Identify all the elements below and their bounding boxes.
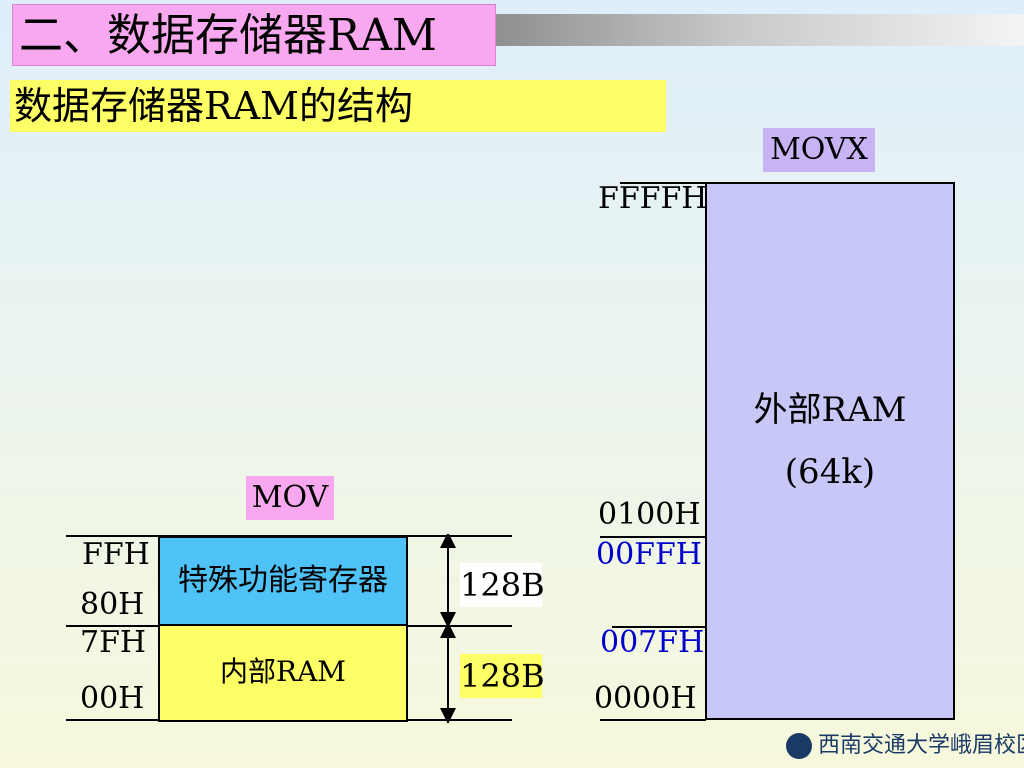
external-ram-block	[705, 182, 955, 720]
sfr-block: 特殊功能寄存器	[158, 536, 408, 626]
mov-instruction-tag: MOV	[246, 476, 334, 520]
addr-00h: 00H	[80, 681, 145, 716]
slide-title: 二、数据存储器RAM	[12, 4, 496, 66]
slide-subtitle: 数据存储器RAM的结构	[10, 80, 666, 132]
university-emblem-icon	[786, 733, 812, 759]
addr-007fh: 007FH	[600, 625, 705, 660]
addr-ffh: FFH	[82, 537, 150, 572]
external-ram-size: (64k)	[784, 452, 876, 492]
ffffh-boundary-line	[620, 182, 706, 184]
007fh-boundary-line	[612, 626, 706, 628]
addr-0000h: 0000H	[594, 681, 697, 716]
internal-ram-block: 内部RAM	[158, 626, 408, 722]
addr-0100h: 0100H	[598, 497, 701, 532]
upper-size-label: 128B	[460, 563, 545, 607]
addr-ffffh: FFFFH	[598, 181, 708, 216]
0000h-boundary-line	[600, 719, 706, 721]
movx-instruction-tag: MOVX	[763, 128, 875, 172]
size-arrows	[440, 534, 456, 724]
addr-7fh: 7FH	[80, 625, 147, 660]
addr-00ffh: 00FFH	[596, 537, 702, 572]
external-ram-label: 外部RAM	[753, 390, 907, 430]
0100h-boundary-line	[600, 536, 706, 538]
university-logo: 西南交通大学峨眉校区	[786, 728, 1024, 764]
university-logo-text: 西南交通大学峨眉校区	[818, 733, 1024, 758]
lower-size-label: 128B	[460, 654, 545, 698]
addr-80h: 80H	[80, 587, 145, 622]
title-gradient-bar	[495, 14, 1024, 46]
